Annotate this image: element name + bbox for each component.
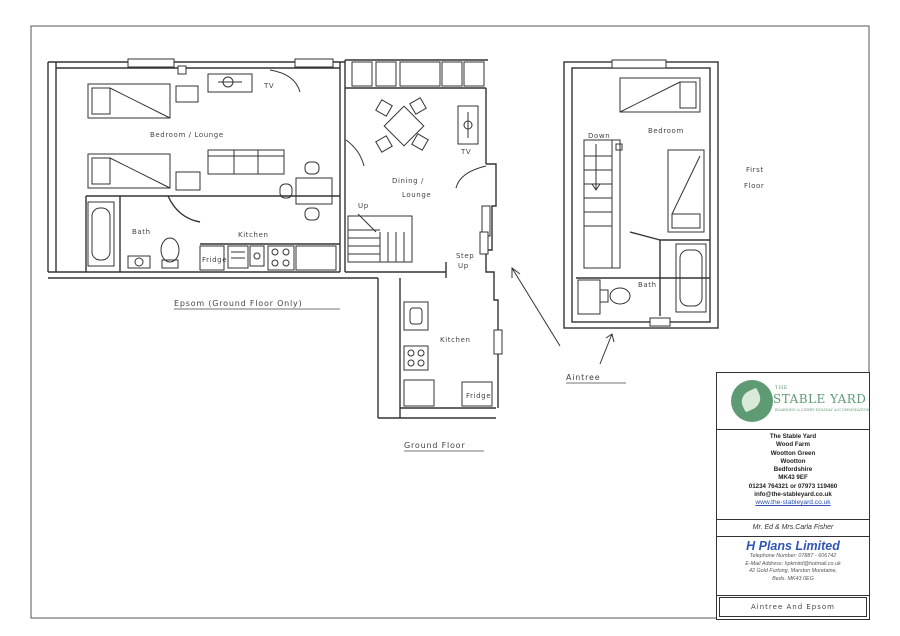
down-label: Down bbox=[588, 132, 610, 140]
fridge-label-1: Fridge bbox=[202, 256, 227, 264]
dining-label-2: Lounge bbox=[402, 191, 431, 199]
stable-yard-logo: THE STABLE YARD BOARDING & LIVERY HOLIDA… bbox=[717, 373, 870, 430]
epsom-bath bbox=[87, 201, 180, 269]
company-line: E-Mail Address: hpkmitd@hotmail.co.uk bbox=[745, 560, 841, 567]
kitchen-label-2: Kitchen bbox=[440, 336, 471, 344]
first-label-1: First bbox=[746, 166, 764, 174]
aintree-ground-windows bbox=[351, 61, 503, 355]
fridge-label-2: Fridge bbox=[466, 392, 491, 400]
sheet-border bbox=[30, 25, 870, 619]
address-line: Wood Farm bbox=[776, 441, 810, 449]
tv-unit-2 bbox=[457, 105, 479, 145]
epsom-windows bbox=[127, 58, 334, 75]
tv-unit-1 bbox=[207, 73, 253, 93]
first-floor-windows bbox=[611, 59, 671, 327]
logo-name: STABLE YARD bbox=[773, 392, 867, 406]
title-block: THE STABLE YARD BOARDING & LIVERY HOLIDA… bbox=[716, 372, 870, 620]
company-name: H Plans Limited bbox=[746, 539, 840, 553]
epsom-walls bbox=[47, 61, 378, 279]
address-block: The Stable Yard Wood Farm Wootton Green … bbox=[717, 430, 869, 520]
first-floor-bath bbox=[577, 243, 707, 315]
sofa bbox=[207, 149, 285, 175]
company-line: 42 Gold Furlong, Marston Moretaine, bbox=[748, 568, 838, 575]
phone-line: 01234 764321 or 07973 119460 bbox=[748, 482, 838, 490]
company-block: H Plans Limited Telephone Number: 07887 … bbox=[717, 537, 869, 596]
company-line: Telephone Number: 07887 - 606742 bbox=[749, 553, 837, 559]
aintree-ground-walls bbox=[344, 59, 499, 419]
client-name: Mr. Ed & Mrs.Carla Fisher bbox=[717, 520, 869, 537]
door-swing-2 bbox=[345, 139, 365, 167]
step-up-label-2: Up bbox=[458, 262, 469, 270]
bath-label-1: Bath bbox=[132, 228, 151, 236]
company-line: Beds. MK43 0EG bbox=[772, 575, 814, 582]
first-bedroom-label: Bedroom bbox=[648, 127, 684, 135]
address-line: Wootton bbox=[780, 457, 806, 465]
aintree-kitchen-units bbox=[403, 301, 493, 407]
ground-stairs bbox=[347, 213, 413, 263]
email-line: info@the-stableyard.co.uk bbox=[754, 491, 832, 499]
step-up-label-1: Step bbox=[456, 252, 474, 260]
epsom-dining-table bbox=[279, 161, 333, 221]
epsom-beds bbox=[87, 83, 201, 191]
aintree-label: Aintree bbox=[566, 373, 600, 382]
tv-label-2: TV bbox=[460, 148, 471, 156]
door-swing-3 bbox=[455, 165, 487, 189]
epsom-label: Epsom (Ground Floor Only) bbox=[174, 299, 303, 308]
address-line: Bedfordshire bbox=[773, 466, 813, 474]
aintree-arrows bbox=[511, 267, 615, 365]
logo-small-text: THE bbox=[775, 385, 788, 391]
address-line: MK43 9EF bbox=[778, 474, 808, 482]
horse-logo-icon bbox=[731, 380, 773, 422]
first-floor-stairs bbox=[583, 139, 623, 269]
aintree-dining-table bbox=[375, 97, 429, 153]
first-bath-label: Bath bbox=[638, 281, 657, 289]
logo-tagline: BOARDING & LIVERY HOLIDAY ACCOMMODATION bbox=[775, 408, 870, 412]
up-label: Up bbox=[358, 202, 369, 210]
first-label-2: Floor bbox=[744, 182, 764, 190]
kitchen-label-1: Kitchen bbox=[238, 231, 269, 239]
bedroom-lounge-label: Bedroom / Lounge bbox=[150, 131, 224, 139]
ground-floor-label: Ground Floor bbox=[404, 441, 465, 450]
dining-label-1: Dining / bbox=[392, 177, 424, 185]
website-link[interactable]: www.the-stableyard.co.uk bbox=[755, 499, 831, 507]
tv-label-1: TV bbox=[263, 82, 274, 90]
project-name: Aintree And Epsom bbox=[719, 597, 867, 617]
address-line: Wootton Green bbox=[770, 449, 816, 457]
first-floor-beds bbox=[619, 77, 705, 233]
epsom-kitchen-units bbox=[199, 245, 337, 271]
door-swing-1 bbox=[269, 69, 301, 93]
address-line: The Stable Yard bbox=[769, 433, 817, 440]
